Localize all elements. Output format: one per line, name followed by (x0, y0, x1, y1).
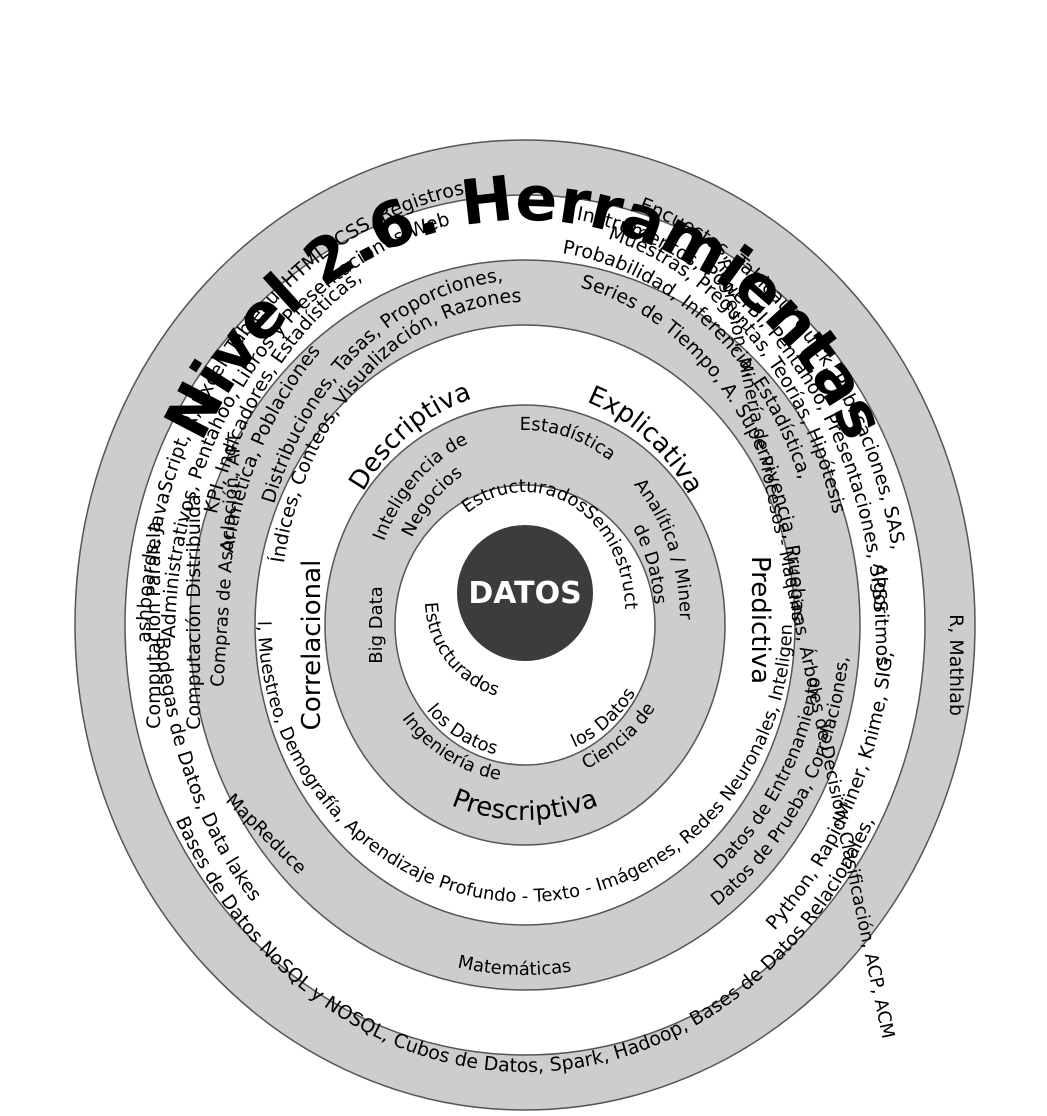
ring2-bigdata: Big Data (366, 586, 387, 663)
category-predictiva: Predictiva (745, 556, 775, 684)
ring5-comp-paralela: Computación Paralela (143, 521, 165, 729)
ring5-comp-distribuida: Computación Distribuida (183, 494, 205, 729)
core-circle (457, 525, 593, 661)
ring6-right: R, Mathlab (945, 614, 967, 716)
core-label: DATOS (468, 576, 581, 611)
ring5-algoritmos: Algoritmos (868, 563, 894, 666)
category-correlacional: Correlacional (297, 560, 327, 731)
